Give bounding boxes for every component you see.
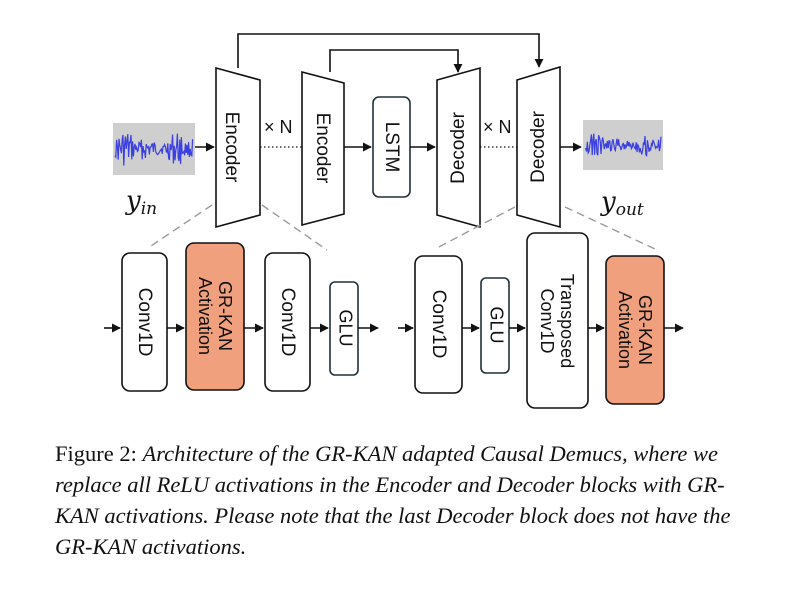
- decoder-transposed-conv1d-block: [526, 232, 589, 409]
- decoder-grkan-block: [605, 255, 665, 405]
- encoder-repeated-block: [215, 66, 261, 229]
- encoder-conv1d-b-label: Conv1D: [277, 288, 298, 357]
- figure-caption: Figure 2: Architecture of the GR-KAN ada…: [55, 438, 745, 562]
- encoder-expand-guide-right: [261, 204, 328, 251]
- encoder-block: [301, 70, 345, 227]
- decoder-label: Decoder: [448, 111, 469, 183]
- skip-connection-inner: [329, 49, 463, 73]
- input-signal-label: yin: [125, 186, 157, 219]
- decoder-repeated-label: Decoder: [528, 110, 549, 182]
- decoder-expand-guide-right: [564, 206, 656, 250]
- encoder-repeated-label: Encoder: [221, 112, 242, 183]
- decoder-glu-block: [480, 277, 510, 374]
- decoder-expand-guide-left: [434, 206, 516, 250]
- decoder-repeat-marker: × N: [483, 117, 512, 137]
- decoder-grkan-label: GR-KANActivation: [615, 291, 655, 369]
- input-waveform: [113, 123, 195, 175]
- encoder-grkan-label: GR-KANActivation: [195, 277, 235, 355]
- lstm-label: LSTM: [381, 122, 402, 173]
- encoder-grkan-block: [185, 242, 245, 391]
- encoder-repeat-marker: × N: [264, 117, 293, 137]
- encoder-conv1d-a-block: [121, 252, 168, 392]
- decoder-conv1d-block: [414, 255, 463, 394]
- encoder-conv1d-a-label: Conv1D: [134, 288, 155, 357]
- caption-label: Figure 2:: [55, 441, 137, 466]
- skip-connection-outer: [237, 33, 544, 68]
- decoder-block: [436, 66, 481, 229]
- decoder-conv1d-label: Conv1D: [428, 290, 449, 359]
- architecture-diagram: yin yout Encoder Encoder LSTM Decoder De…: [104, 33, 684, 409]
- encoder-glu-label: GLU: [335, 309, 355, 346]
- caption-text: Architecture of the GR-KAN adapted Causa…: [55, 441, 731, 559]
- decoder-glu-label: GLU: [486, 306, 506, 343]
- output-signal-label: yout: [600, 187, 644, 220]
- encoder-label: Encoder: [312, 113, 333, 184]
- decoder-repeated-block: [516, 65, 561, 229]
- encoder-conv1d-b-block: [264, 252, 311, 392]
- output-waveform: [583, 120, 663, 170]
- decoder-transposed-label: TransposedConv1D: [537, 274, 577, 368]
- encoder-expand-guide-left: [147, 204, 213, 249]
